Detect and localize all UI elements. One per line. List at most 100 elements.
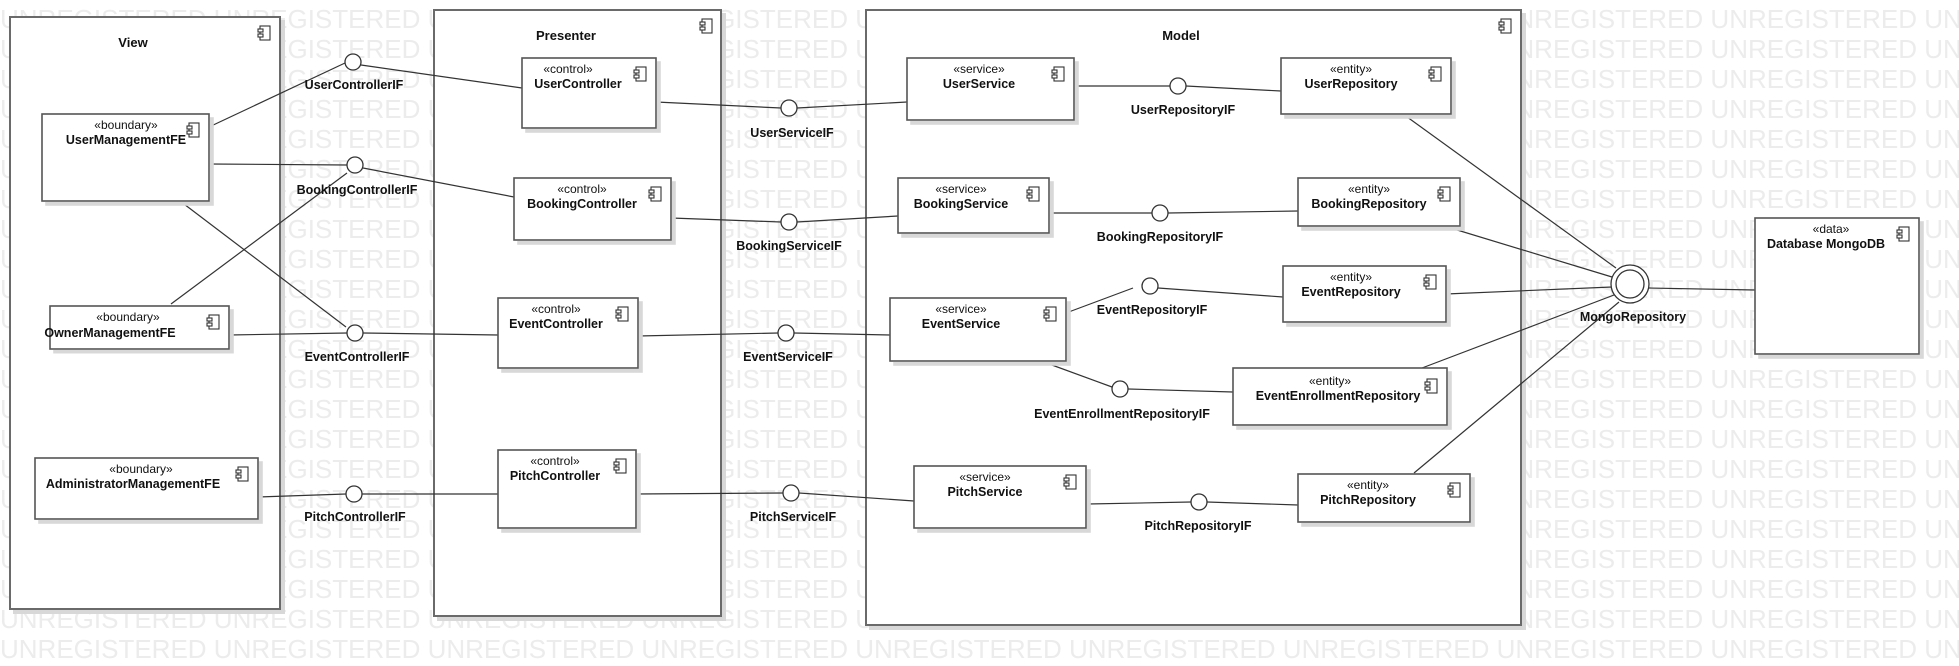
- event-controller-if-label: EventControllerIF: [305, 350, 410, 364]
- component-stereotype: «control»: [530, 454, 580, 468]
- component-name: AdministratorManagementFE: [46, 477, 220, 491]
- component-name: UserService: [943, 77, 1015, 91]
- component-name: BookingController: [527, 197, 637, 211]
- watermark-row: UNREGISTERED UNREGISTERED UNREGISTERED U…: [0, 634, 1959, 664]
- component-icon: [1896, 226, 1910, 242]
- pitch-service-if-symbol[interactable]: [782, 484, 800, 502]
- component-icon: [1063, 474, 1077, 490]
- component-name: EventEnrollmentRepository: [1256, 389, 1421, 403]
- event-repository-component[interactable]: «entity» EventRepository: [1282, 265, 1447, 323]
- event-enrollment-repository-if-symbol[interactable]: [1111, 380, 1129, 398]
- booking-controller-component[interactable]: «control» BookingController: [513, 177, 672, 241]
- user-repository-if-symbol[interactable]: [1169, 77, 1187, 95]
- component-name: PitchService: [947, 485, 1022, 499]
- booking-controller-if-label: BookingControllerIF: [297, 183, 418, 197]
- connectors: [170, 62, 1756, 506]
- booking-controller-if-symbol[interactable]: [346, 156, 364, 174]
- component-name: PitchRepository: [1320, 493, 1416, 507]
- component-name: EventService: [922, 317, 1001, 331]
- component-icon: [1428, 66, 1442, 82]
- mongo-repository-symbol[interactable]: [1615, 269, 1645, 299]
- user-service-component[interactable]: «service» UserService: [906, 57, 1075, 121]
- component-icon: [1447, 482, 1461, 498]
- pitch-service-component[interactable]: «service» PitchService: [913, 465, 1087, 529]
- pitch-repository-component[interactable]: «entity» PitchRepository: [1297, 473, 1471, 523]
- event-controller-component[interactable]: «control» EventController: [497, 297, 639, 369]
- owner-management-fe-component[interactable]: «boundary» OwnerManagementFE: [44, 305, 230, 350]
- booking-repository-if-symbol[interactable]: [1151, 204, 1169, 222]
- pitch-controller-if-symbol[interactable]: [345, 485, 363, 503]
- component-icon: [186, 122, 200, 138]
- user-service-if-label: UserServiceIF: [750, 126, 834, 140]
- component-name: UserManagementFE: [66, 133, 186, 147]
- component-stereotype: «service»: [953, 62, 1005, 76]
- interface-symbols: [344, 53, 1650, 511]
- component-stereotype: «data»: [1813, 222, 1850, 236]
- component-icon: [1026, 186, 1040, 202]
- component-stereotype: «control»: [557, 182, 607, 196]
- component-icon: [1051, 66, 1065, 82]
- component-icon: [235, 466, 249, 482]
- component-stereotype: «service»: [935, 182, 987, 196]
- component-icon: [633, 66, 647, 82]
- event-controller-if-symbol[interactable]: [346, 324, 364, 342]
- event-repository-if-label: EventRepositoryIF: [1097, 303, 1208, 317]
- component-stereotype: «control»: [531, 302, 581, 316]
- administrator-management-fe-component[interactable]: «boundary» AdministratorManagementFE: [34, 457, 259, 520]
- user-controller-if-symbol[interactable]: [344, 53, 362, 71]
- component-name: UserController: [534, 77, 622, 91]
- view-package-title: View: [118, 35, 148, 50]
- component-stereotype: «entity»: [1348, 182, 1390, 196]
- event-service-if-label: EventServiceIF: [743, 350, 833, 364]
- pitch-controller-component[interactable]: «control» PitchController: [497, 449, 637, 529]
- component-name: UserRepository: [1304, 77, 1397, 91]
- component-icon: [1043, 306, 1057, 322]
- user-controller-component[interactable]: «control» UserController: [521, 57, 657, 129]
- booking-repository-component[interactable]: «entity» BookingRepository: [1297, 177, 1461, 227]
- user-management-fe-component[interactable]: «boundary» UserManagementFE: [41, 113, 210, 202]
- booking-service-if-label: BookingServiceIF: [736, 239, 842, 253]
- component-stereotype: «entity»: [1347, 478, 1389, 492]
- component-icon: [206, 314, 220, 330]
- component-icon: [1423, 274, 1437, 290]
- component-stereotype: «boundary»: [96, 310, 160, 324]
- component-stereotype: «boundary»: [94, 118, 158, 132]
- component-stereotype: «control»: [543, 62, 593, 76]
- event-enrollment-repository-component[interactable]: «entity» EventEnrollmentRepository: [1232, 367, 1448, 426]
- booking-service-component[interactable]: «service» BookingService: [897, 177, 1050, 234]
- mongo-repository-label: MongoRepository: [1580, 310, 1686, 324]
- component-name: OwnerManagementFE: [44, 326, 175, 340]
- component-name: PitchController: [510, 469, 600, 483]
- component-stereotype: «boundary»: [109, 462, 173, 476]
- component-stereotype: «service»: [935, 302, 987, 316]
- model-package-title: Model: [1162, 28, 1200, 43]
- interface-labels: UserControllerIF BookingControllerIF Eve…: [297, 78, 1687, 533]
- component-icon: [613, 458, 627, 474]
- component-name: Database MongoDB: [1767, 237, 1885, 251]
- pitch-repository-if-label: PitchRepositoryIF: [1145, 519, 1252, 533]
- component-name: EventController: [509, 317, 603, 331]
- component-icon: [1498, 18, 1512, 34]
- component-icon: [1437, 186, 1451, 202]
- pitch-controller-if-label: PitchControllerIF: [304, 510, 406, 524]
- pitch-repository-if-symbol[interactable]: [1190, 493, 1208, 511]
- component-icon: [257, 25, 271, 41]
- user-controller-if-label: UserControllerIF: [305, 78, 404, 92]
- database-mongodb-component[interactable]: «data» Database MongoDB: [1754, 217, 1920, 355]
- user-repository-component[interactable]: «entity» UserRepository: [1280, 57, 1452, 115]
- component-icon: [1424, 378, 1438, 394]
- component-icon: [615, 306, 629, 322]
- event-service-component[interactable]: «service» EventService: [889, 297, 1067, 362]
- user-service-if-symbol[interactable]: [780, 99, 798, 117]
- component-stereotype: «entity»: [1309, 374, 1351, 388]
- user-repository-if-label: UserRepositoryIF: [1131, 103, 1236, 117]
- event-service-if-symbol[interactable]: [777, 324, 795, 342]
- event-enrollment-repository-if-label: EventEnrollmentRepositoryIF: [1034, 407, 1210, 421]
- component-stereotype: «entity»: [1330, 62, 1372, 76]
- component-name: BookingRepository: [1311, 197, 1426, 211]
- booking-service-if-symbol[interactable]: [780, 213, 798, 231]
- component-icon: [648, 186, 662, 202]
- event-repository-if-symbol[interactable]: [1141, 277, 1159, 295]
- component-name: BookingService: [914, 197, 1009, 211]
